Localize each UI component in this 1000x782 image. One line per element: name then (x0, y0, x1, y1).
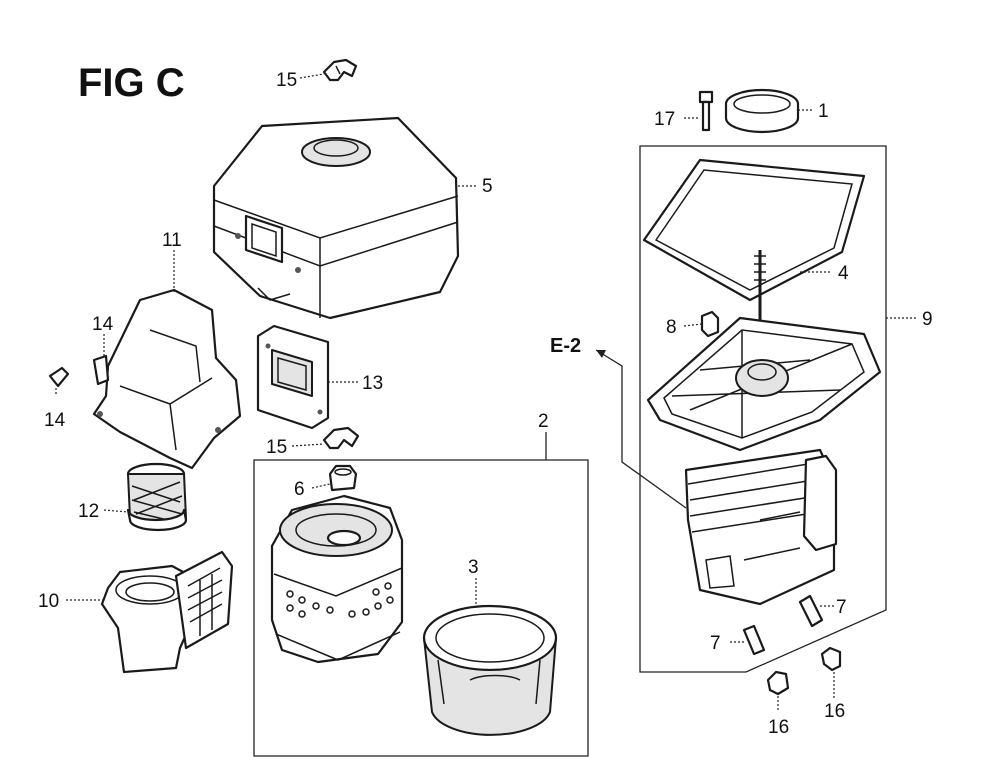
callout-7-right: 7 (836, 597, 847, 618)
callout-5: 5 (482, 176, 493, 197)
callout-16-right: 16 (824, 701, 845, 722)
part-10-cup (100, 550, 234, 674)
callout-6: 6 (294, 479, 305, 500)
filter-perforations (286, 582, 394, 618)
callout-13: 13 (362, 373, 383, 394)
main-filter-element (270, 494, 404, 664)
part-7-pin-left (742, 624, 766, 656)
callout-2: 2 (538, 411, 549, 432)
assembly-box-2 (253, 432, 589, 757)
part-9-base (646, 316, 882, 606)
callout-15-lower: 15 (266, 437, 287, 458)
part-12-screen (126, 462, 188, 532)
callout-9: 9 (922, 309, 933, 330)
part-15-clip-top (322, 58, 358, 82)
part-5-cover (212, 116, 460, 320)
callout-8: 8 (666, 317, 677, 338)
callout-labels: 15 17 1 5 11 4 14 8 9 14 13 2 15 6 12 3 … (38, 70, 933, 738)
part-14-screw-upper (92, 354, 110, 386)
part-15-clip-lower (322, 426, 360, 450)
part-13-plate (256, 324, 330, 430)
reference-label-e2: E-2 (550, 335, 581, 357)
part-7-pin-right (798, 594, 824, 628)
callout-3: 3 (468, 557, 479, 578)
assembly-box-9 (639, 145, 887, 673)
part-16-nut-right (820, 646, 842, 672)
callout-16-left: 16 (768, 717, 789, 738)
callout-11: 11 (162, 230, 182, 251)
part-17-bolt (698, 90, 714, 132)
leader-lines (55, 73, 916, 712)
callout-15: 15 (276, 70, 297, 91)
part-11-duct (92, 288, 242, 470)
callout-14-upper: 14 (92, 314, 114, 335)
callout-10: 10 (38, 591, 59, 612)
callout-1: 1 (818, 101, 829, 122)
reference-arrow-e2 (595, 349, 687, 509)
figure-title: FIG C (78, 61, 185, 105)
part-3-foam-element (422, 604, 558, 736)
callout-14-lower: 14 (44, 410, 66, 431)
part-1-ring (724, 88, 800, 134)
callout-17: 17 (654, 109, 675, 130)
part-14-screw-lower (48, 366, 70, 388)
callout-12: 12 (78, 501, 99, 522)
callout-7-left: 7 (710, 633, 721, 654)
part-6-wing-nut (328, 464, 358, 492)
callout-4: 4 (838, 263, 849, 284)
part-8-nut (700, 310, 720, 338)
part-16-nut-left (766, 670, 790, 696)
